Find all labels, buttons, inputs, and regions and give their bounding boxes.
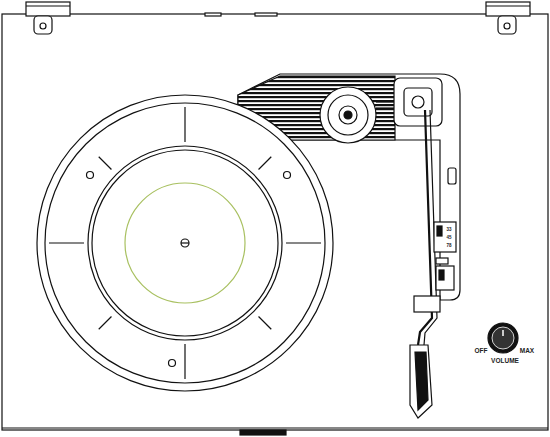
volume-label: OFF <box>475 348 488 355</box>
volume-label: VOLUME <box>491 358 519 365</box>
platter <box>37 95 333 391</box>
switch-panel <box>434 222 456 290</box>
tonearm-pivot <box>376 78 442 126</box>
platter-tick <box>259 317 272 330</box>
speed-label: 78 <box>446 244 451 249</box>
volume-knob <box>488 323 518 353</box>
turntable-body <box>2 14 548 430</box>
counterweight <box>320 87 376 143</box>
volume-label: MAX <box>520 348 534 355</box>
platter-tick <box>99 317 112 330</box>
hinge <box>486 2 530 34</box>
platter-tick <box>259 157 272 170</box>
platter-tick <box>184 107 185 142</box>
speed-label: 45 <box>446 236 451 241</box>
hinge <box>26 2 70 34</box>
speed-label: 33 <box>446 228 451 233</box>
platter-tick <box>99 157 112 170</box>
platter-tick <box>184 344 185 379</box>
platter-tick <box>49 242 84 243</box>
arm-lift <box>448 168 456 184</box>
platter-tick <box>286 242 321 243</box>
